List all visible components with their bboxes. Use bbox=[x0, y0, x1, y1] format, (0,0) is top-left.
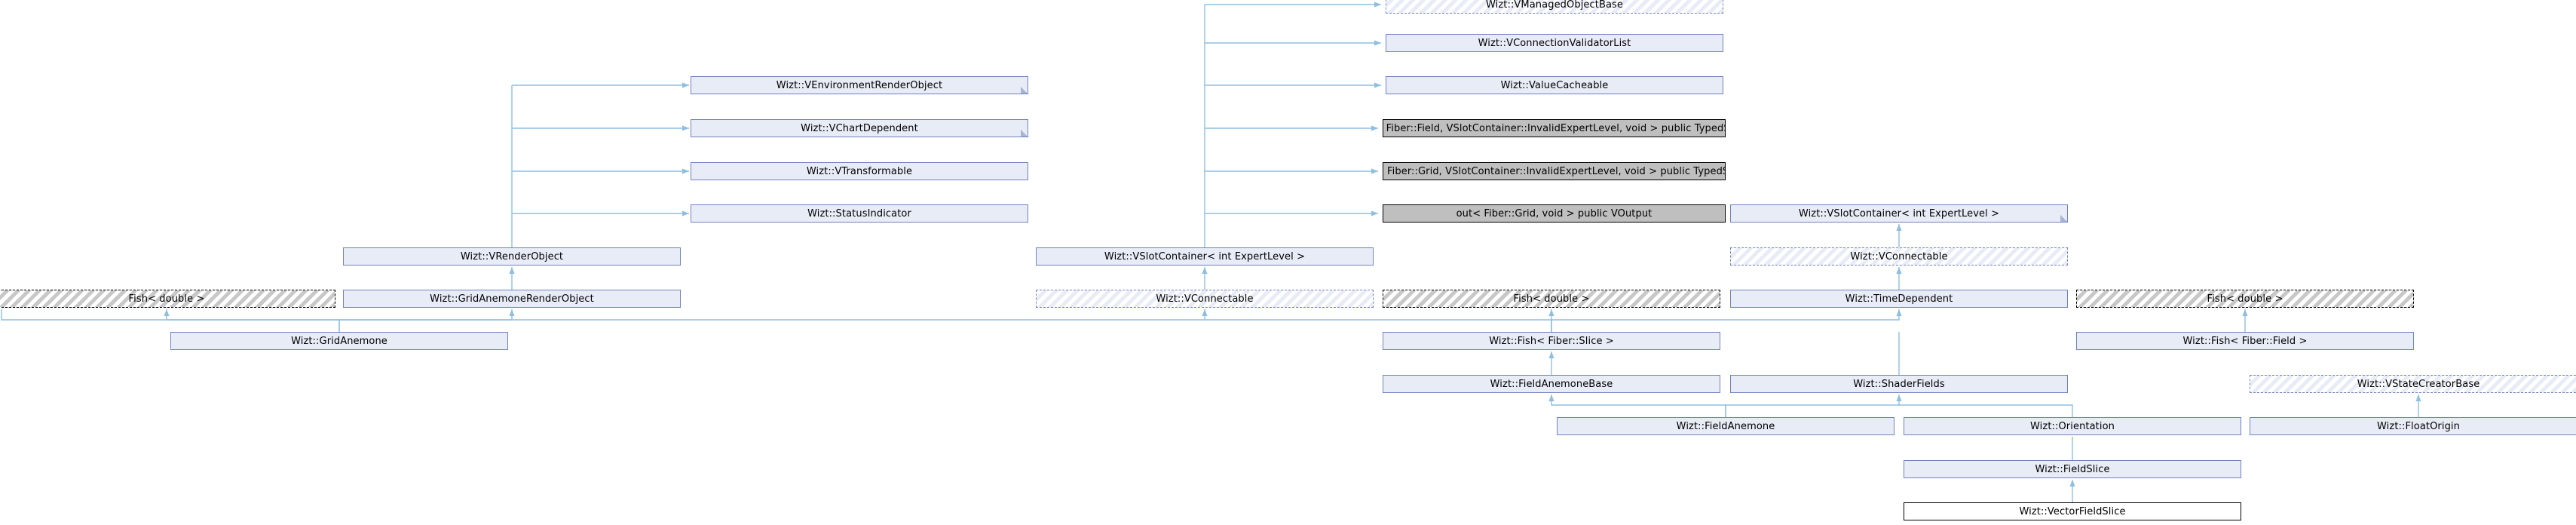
class-node-label: Wizt::StatusIndicator bbox=[807, 207, 911, 220]
class-node-label: Wizt::VConnectionValidatorList bbox=[1478, 37, 1631, 49]
class-node-in-fiber-field[interactable]: in< Fiber::Field, VSlotContainer::Invali… bbox=[1383, 119, 1726, 137]
class-node-label: Wizt::Fish< Fiber::Slice > bbox=[1489, 335, 1614, 347]
class-node-label: Wizt::FloatOrigin bbox=[2377, 420, 2460, 432]
class-node-fieldanemonebase[interactable]: Wizt::FieldAnemoneBase bbox=[1383, 375, 1720, 393]
class-node-label: Wizt::VChartDependent bbox=[801, 122, 918, 134]
class-node-label: Wizt::GridAnemone bbox=[291, 335, 387, 347]
class-node-vmanagedobjectbase[interactable]: Wizt::VManagedObjectBase bbox=[1386, 0, 1723, 14]
class-node-fieldanemone[interactable]: Wizt::FieldAnemone bbox=[1557, 417, 1894, 435]
class-node-label: Fish< double > bbox=[2207, 293, 2283, 305]
class-node-gridanemone[interactable]: Wizt::GridAnemone bbox=[170, 332, 508, 350]
class-node-timedependent[interactable]: Wizt::TimeDependent bbox=[1730, 290, 2068, 308]
class-node-vconnectable-right[interactable]: Wizt::VConnectable bbox=[1730, 247, 2068, 266]
class-node-label: Wizt::VConnectable bbox=[1850, 250, 1948, 262]
class-node-label: Wizt::Fish< Fiber::Field > bbox=[2182, 335, 2308, 347]
class-node-fish-double-1[interactable]: Fish< double > bbox=[0, 290, 335, 308]
class-node-fish-fiber-field[interactable]: Wizt::Fish< Fiber::Field > bbox=[2076, 332, 2414, 350]
class-node-label: Wizt::VTransformable bbox=[806, 165, 913, 177]
class-node-label: in< Fiber::Grid, VSlotContainer::Invalid… bbox=[1383, 165, 1726, 177]
class-node-statusindicator[interactable]: Wizt::StatusIndicator bbox=[691, 204, 1028, 223]
class-node-label: Wizt::VSlotContainer< int ExpertLevel > bbox=[1104, 250, 1306, 262]
class-node-out-fiber-grid[interactable]: out< Fiber::Grid, void > public VOutput bbox=[1383, 204, 1726, 223]
class-node-label: Wizt::VRenderObject bbox=[460, 250, 564, 262]
class-node-label: Wizt::VStateCreatorBase bbox=[2357, 378, 2480, 390]
class-node-valuecacheable[interactable]: Wizt::ValueCacheable bbox=[1386, 76, 1723, 94]
class-node-orientation[interactable]: Wizt::Orientation bbox=[1904, 417, 2241, 435]
class-node-label: Wizt::ValueCacheable bbox=[1500, 79, 1609, 91]
class-node-label: Wizt::VConnectable bbox=[1156, 293, 1254, 305]
class-node-label: Wizt::VEnvironmentRenderObject bbox=[776, 79, 943, 91]
class-node-vtransformable[interactable]: Wizt::VTransformable bbox=[691, 162, 1028, 180]
class-node-fish-double-4[interactable]: Fish< double > bbox=[2076, 290, 2414, 308]
class-node-label: Wizt::FieldSlice bbox=[2035, 463, 2110, 475]
class-node-vslotcontainer-mid[interactable]: Wizt::VSlotContainer< int ExpertLevel > bbox=[1036, 247, 1374, 266]
class-node-vchartdependent[interactable]: Wizt::VChartDependent bbox=[691, 119, 1028, 137]
class-node-vstatecreatorbase[interactable]: Wizt::VStateCreatorBase bbox=[2250, 375, 2576, 393]
class-node-vconnectionvalidatorlist[interactable]: Wizt::VConnectionValidatorList bbox=[1386, 34, 1723, 52]
class-node-label: Wizt::VSlotContainer< int ExpertLevel > bbox=[1798, 207, 2000, 220]
class-node-label: Fish< double > bbox=[128, 293, 205, 305]
class-node-label: Wizt::ShaderFields bbox=[1853, 378, 1945, 390]
class-node-vectorfieldslice[interactable]: Wizt::VectorFieldSlice bbox=[1904, 502, 2241, 520]
class-node-label: Wizt::FieldAnemoneBase bbox=[1490, 378, 1613, 390]
class-node-shaderfields[interactable]: Wizt::ShaderFields bbox=[1730, 375, 2068, 393]
class-node-gridanemonerenderobject[interactable]: Wizt::GridAnemoneRenderObject bbox=[343, 290, 681, 308]
class-node-floatorigin[interactable]: Wizt::FloatOrigin bbox=[2250, 417, 2576, 435]
class-node-venvironmentrenderobject[interactable]: Wizt::VEnvironmentRenderObject bbox=[691, 76, 1028, 94]
class-node-label: Wizt::VectorFieldSlice bbox=[2019, 505, 2126, 517]
class-node-in-fiber-grid[interactable]: in< Fiber::Grid, VSlotContainer::Invalid… bbox=[1383, 162, 1726, 180]
class-node-label: in< Fiber::Field, VSlotContainer::Invali… bbox=[1383, 122, 1726, 134]
class-node-label: Wizt::VManagedObjectBase bbox=[1485, 0, 1624, 11]
folded-corner-icon bbox=[1021, 130, 1028, 137]
folded-corner-icon bbox=[1021, 87, 1028, 94]
class-node-label: Fish< double > bbox=[1513, 293, 1590, 305]
class-node-fieldslice[interactable]: Wizt::FieldSlice bbox=[1904, 460, 2241, 478]
class-node-vconnectable-mid[interactable]: Wizt::VConnectable bbox=[1036, 290, 1374, 308]
class-node-label: out< Fiber::Grid, void > public VOutput bbox=[1456, 207, 1652, 220]
class-node-fish-fiber-slice[interactable]: Wizt::Fish< Fiber::Slice > bbox=[1383, 332, 1720, 350]
class-node-vslotcontainer-right[interactable]: Wizt::VSlotContainer< int ExpertLevel > bbox=[1730, 204, 2068, 223]
class-node-vrenderobject[interactable]: Wizt::VRenderObject bbox=[343, 247, 681, 266]
class-node-label: Wizt::FieldAnemone bbox=[1676, 420, 1775, 432]
class-node-label: Wizt::TimeDependent bbox=[1845, 293, 1953, 305]
folded-corner-icon bbox=[2060, 215, 2067, 222]
class-node-label: Wizt::Orientation bbox=[2030, 420, 2115, 432]
class-node-fish-double-3[interactable]: Fish< double > bbox=[1383, 290, 1720, 308]
class-node-label: Wizt::GridAnemoneRenderObject bbox=[430, 293, 594, 305]
